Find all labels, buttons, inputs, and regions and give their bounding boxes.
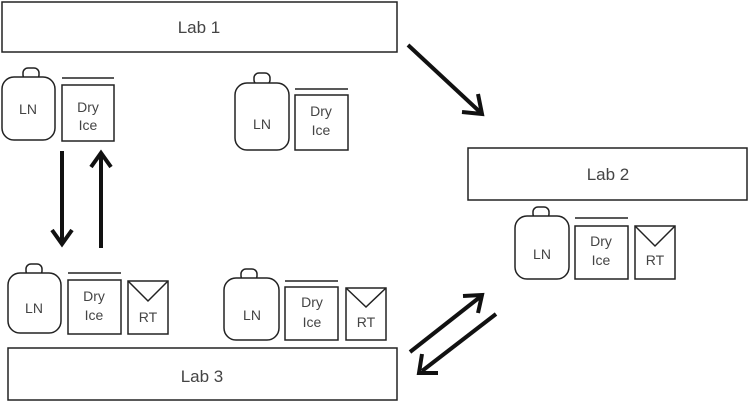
ln-label: LN (19, 101, 37, 117)
container-group-lab3-left: LN Dry Ice RT (7, 263, 169, 335)
container-group-lab3-right: LN Dry Ice RT (223, 268, 387, 341)
ln-label: LN (253, 116, 271, 132)
arrow-lab1-to-lab2 (406, 43, 485, 117)
ice-label: Ice (592, 252, 611, 268)
dry-ice-box-icon: Dry Ice (67, 272, 122, 335)
dry-ice-box-icon: Dry Ice (574, 217, 629, 280)
rt-envelope-icon: RT (634, 225, 676, 280)
rt-label: RT (357, 314, 376, 330)
dry-ice-box-icon: Dry Ice (284, 280, 339, 341)
dry-label: Dry (83, 288, 105, 304)
container-group-lab2: LN Dry Ice RT (514, 206, 676, 280)
dry-label: Dry (77, 99, 99, 115)
ice-label: Ice (312, 122, 331, 138)
ln-label: LN (533, 246, 551, 262)
dry-ice-box-icon: Dry Ice (294, 88, 349, 151)
arrow-lab3-to-lab1 (89, 149, 113, 248)
arrow-lab2-to-lab3 (416, 312, 498, 375)
ice-label: Ice (303, 314, 322, 330)
lab-2: Lab 2 (467, 147, 748, 201)
ln-dewar-icon: LN (234, 72, 290, 151)
lab-1: Lab 1 (1, 1, 398, 53)
rt-envelope-icon: RT (127, 280, 169, 335)
dry-ice-box-icon: Dry Ice (61, 77, 115, 142)
dry-label: Dry (301, 294, 323, 310)
rt-envelope-icon: RT (345, 287, 387, 341)
dry-label: Dry (590, 233, 612, 249)
ln-dewar-icon: LN (1, 67, 56, 141)
ln-dewar-icon: LN (514, 206, 570, 280)
lab-2-label: Lab 2 (587, 165, 630, 184)
container-group-lab1-right: LN Dry Ice (234, 72, 349, 151)
ln-label: LN (25, 300, 43, 316)
ice-label: Ice (79, 117, 98, 133)
dry-label: Dry (310, 103, 332, 119)
ln-dewar-icon: LN (7, 263, 62, 334)
rt-label: RT (139, 309, 158, 325)
lab-3: Lab 3 (7, 347, 398, 401)
ln-dewar-icon: LN (223, 268, 280, 341)
ln-label: LN (243, 307, 261, 323)
lab-1-label: Lab 1 (178, 18, 221, 37)
container-group-lab1-left: LN Dry Ice (1, 67, 115, 142)
rt-label: RT (646, 252, 665, 268)
arrow-lab3-to-lab2 (408, 292, 485, 354)
ice-label: Ice (85, 307, 104, 323)
lab-3-label: Lab 3 (181, 367, 224, 386)
arrow-lab1-to-lab3 (50, 151, 74, 248)
